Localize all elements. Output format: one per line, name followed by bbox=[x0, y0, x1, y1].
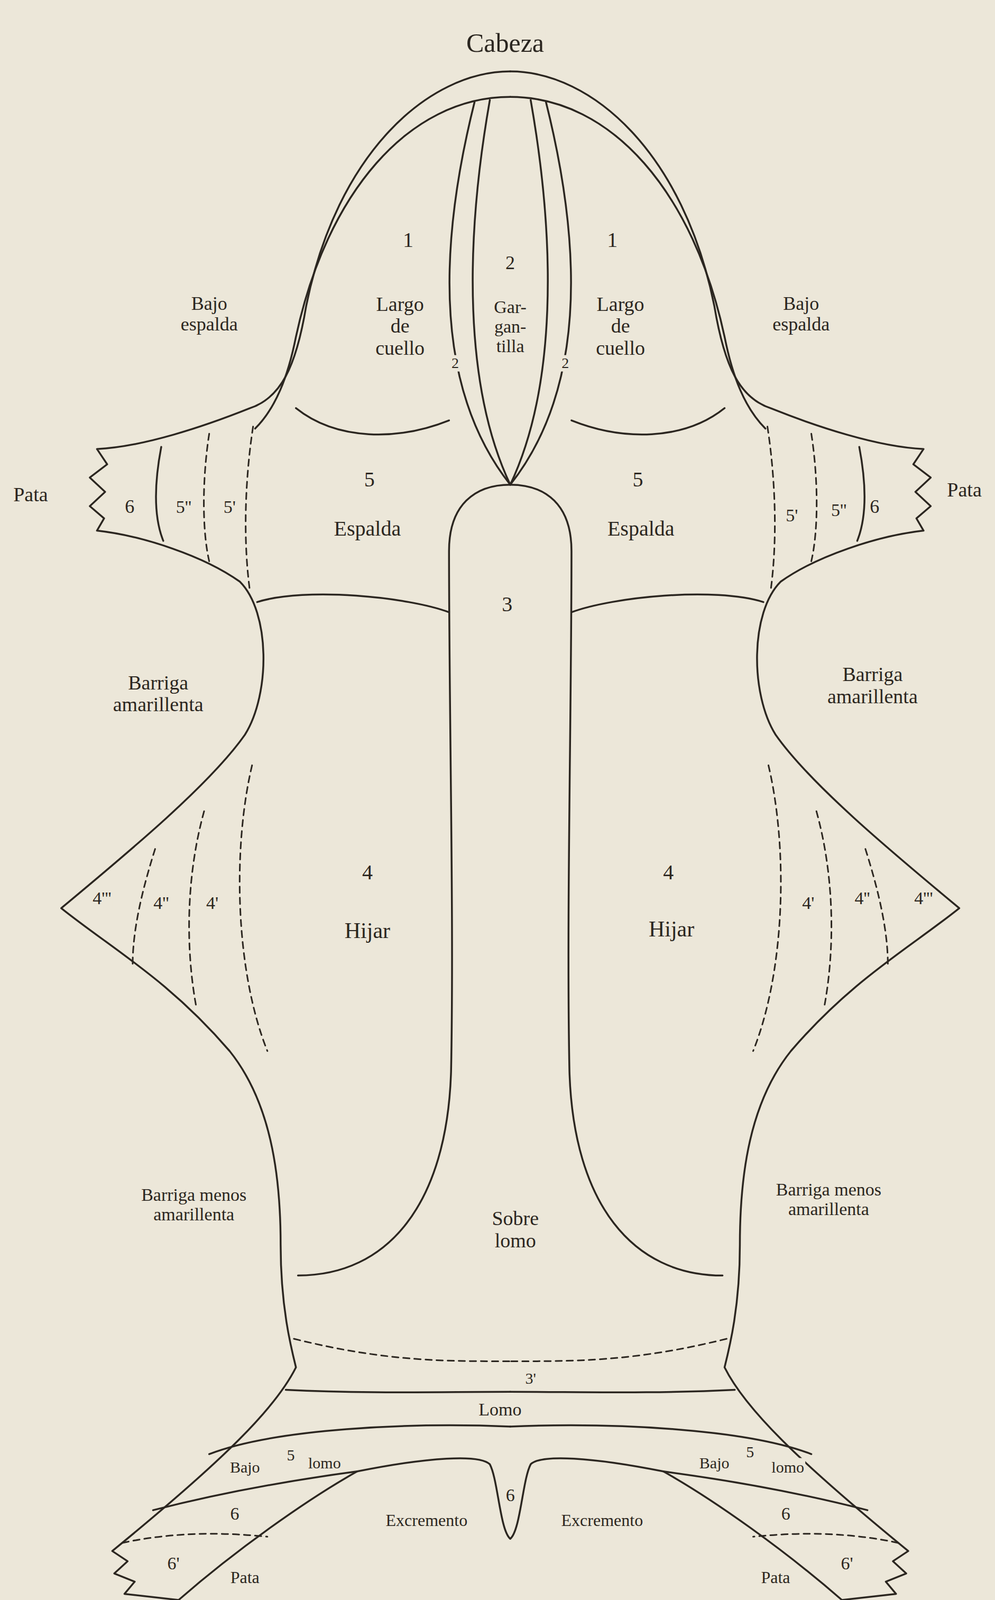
hide-region: Bajo 5 lomo bbox=[209, 1428, 358, 1480]
hide-region: 3Sobre lomo bbox=[296, 484, 725, 1282]
callout-number: 6' bbox=[166, 1553, 181, 1573]
callout-number: 6 bbox=[123, 496, 136, 519]
region-name: Espalda bbox=[606, 517, 676, 541]
callout-number: 6 bbox=[868, 496, 881, 519]
callout-number: 6 bbox=[228, 1503, 241, 1524]
callout-number: 4' bbox=[205, 893, 220, 914]
callout-number: Pata bbox=[759, 1568, 791, 1588]
callout-number: 4'' bbox=[152, 893, 170, 914]
callout-number: 5'' bbox=[830, 500, 848, 520]
hide-region: 4Hijar bbox=[571, 612, 766, 1266]
region-name: Largo de cuello bbox=[365, 293, 435, 360]
hide-region: Bajo 5 lomo bbox=[663, 1428, 812, 1480]
region-name: 5 bbox=[286, 1445, 297, 1463]
region-number: 3 bbox=[500, 592, 514, 616]
hide-left-half bbox=[61, 71, 511, 1600]
region-name: Sobre lomo bbox=[482, 1207, 549, 1252]
callout-number: 2 bbox=[560, 355, 570, 372]
region-number: 3' bbox=[524, 1368, 538, 1387]
callout-number: 4' bbox=[800, 893, 816, 914]
callout-number: Pata bbox=[229, 1568, 261, 1588]
callout-number: 2 bbox=[450, 355, 460, 372]
region-name: Bajo bbox=[698, 1453, 731, 1472]
callout-number: 4'' bbox=[853, 888, 871, 908]
part-label: Barriga amarillenta bbox=[813, 663, 932, 708]
callout-number: 6 bbox=[780, 1503, 792, 1524]
part-label: Excremento bbox=[560, 1511, 645, 1530]
callout-number: Pata bbox=[12, 483, 49, 506]
hide-region: 5Espalda bbox=[255, 428, 450, 603]
region-name: 5 bbox=[744, 1442, 755, 1460]
part-label: Excremento bbox=[384, 1511, 469, 1530]
region-number: 5 bbox=[363, 467, 376, 492]
part-label: Cabeza bbox=[465, 28, 546, 58]
callout-number: 6' bbox=[840, 1553, 855, 1573]
callout-number: 5' bbox=[784, 505, 799, 525]
callout-number: 5' bbox=[222, 497, 237, 518]
part-label: Barriga menos amarillenta bbox=[140, 1184, 248, 1224]
region-name: Espalda bbox=[333, 517, 403, 541]
callout-number: 4''' bbox=[913, 888, 934, 908]
region-number: 4 bbox=[661, 860, 675, 884]
region-number: 1 bbox=[401, 228, 415, 252]
part-label: Bajo espalda bbox=[760, 293, 842, 336]
hide-region: 1Largo de cuello bbox=[306, 204, 449, 429]
region-name: Largo de cuello bbox=[586, 293, 655, 360]
region-number: 1 bbox=[605, 228, 619, 252]
part-label: Barriga amarillenta bbox=[98, 671, 218, 717]
region-number: 2 bbox=[504, 252, 517, 274]
part-label: Bajo espalda bbox=[168, 293, 251, 336]
hide-region: 1Largo de cuello bbox=[571, 204, 715, 429]
region-name: Gar- gan- tilla bbox=[487, 297, 533, 357]
callout-number: 5'' bbox=[174, 497, 193, 518]
callout-number: 6 bbox=[504, 1485, 517, 1505]
region-number: 4 bbox=[361, 860, 374, 884]
callout-number: 4''' bbox=[91, 888, 113, 908]
hide-region: 5Espalda bbox=[571, 428, 766, 603]
region-name: Lomo bbox=[477, 1399, 523, 1420]
callout-number: Pata bbox=[945, 478, 983, 502]
part-label: Barriga menos amarillenta bbox=[774, 1179, 883, 1220]
region-number: 5 bbox=[631, 467, 644, 492]
hide-region: 4Hijar bbox=[255, 612, 450, 1266]
region-name: lomo bbox=[307, 1453, 343, 1472]
region-name: lomo bbox=[770, 1457, 806, 1476]
region-name: Hijar bbox=[343, 918, 392, 943]
region-name: Bajo bbox=[228, 1457, 262, 1476]
hide-region: 2Gar- gan- tilla bbox=[438, 102, 582, 485]
region-name: Hijar bbox=[647, 916, 696, 941]
hide-region: 3'Lomo bbox=[285, 1362, 735, 1427]
hide-right-half bbox=[510, 71, 960, 1600]
